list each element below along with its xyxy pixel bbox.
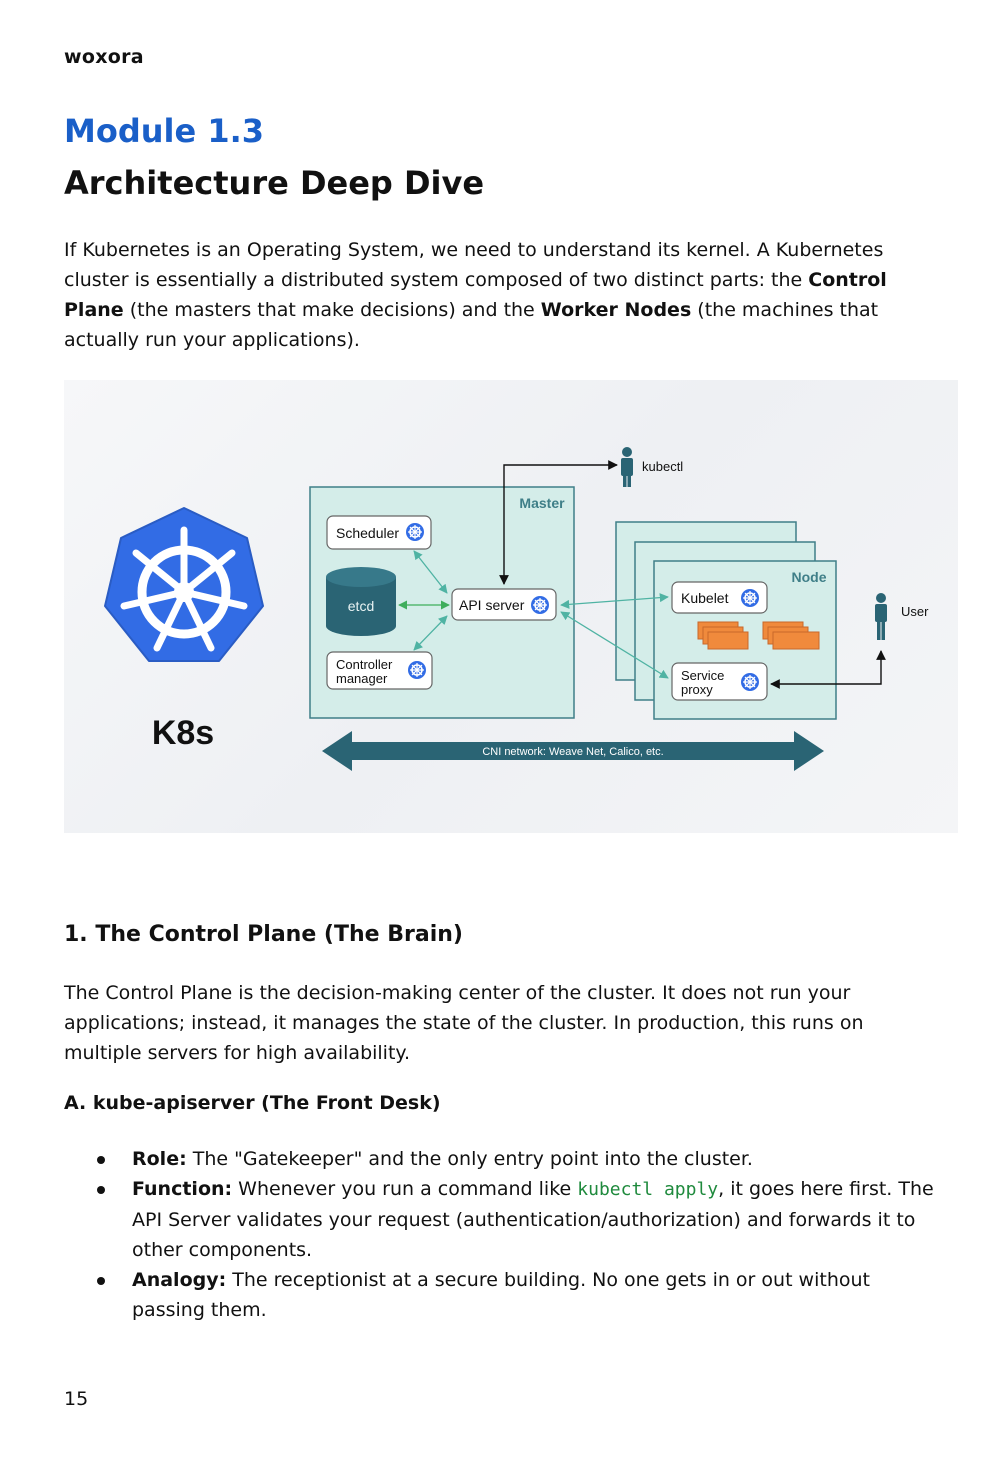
intro-paragraph: If Kubernetes is an Operating System, we… [64,235,944,355]
intro-bold-control-plane: Control Plane [64,269,887,321]
page-title: Architecture Deep Dive [64,164,485,202]
architecture-svg: K8s Master Scheduler etcd Controller man… [104,447,929,771]
cni-network-label: CNI network: Weave Net, Calico, etc. [482,746,663,758]
intro-text-2: (the masters that make decisions) and th… [123,299,541,321]
section-paragraph: The Control Plane is the decision-making… [64,982,864,1064]
kubernetes-wheel-icon [740,672,760,692]
controller-label-line1: Controller [336,657,393,672]
bullet-text: , it goes here first. The API Server val… [132,1178,934,1261]
node-label: Node [792,569,827,585]
user-label: User [901,604,929,619]
section-heading-control-plane: 1. The Control Plane (The Brain) [64,922,463,947]
controller-api-arrow [413,615,448,651]
service-proxy-component: Service proxy [671,662,768,701]
list-item: Analogy: The receptionist at a secure bu… [97,1265,947,1325]
controller-label-line2: manager [336,671,388,686]
kubectl-api-arrow [499,460,618,585]
module-label: Module 1.3 [64,112,265,150]
cni-network-arrow [322,731,824,771]
etcd-database-icon: etcd [326,567,396,636]
kubernetes-wheel-icon [530,595,550,615]
pods-icon [697,621,820,650]
bullet-text: The receptionist at a secure building. N… [132,1269,870,1321]
user-service-proxy-arrow [770,650,886,689]
list-item: Role: The "Gatekeeper" and the only entr… [97,1144,947,1174]
api-kubelet-arrow [560,593,669,609]
kubernetes-wheel-icon [405,522,425,542]
inline-code: kubectl apply [577,1179,719,1200]
kubectl-label: kubectl [642,459,683,474]
bullet-dot-icon [97,1156,105,1164]
controller-manager-component: Controller manager [326,651,433,690]
intro-text-1: If Kubernetes is an Operating System, we… [64,239,884,291]
service-label-line2: proxy [681,682,713,697]
brand-name: woxora [64,46,144,68]
architecture-diagram: K8s Master Scheduler etcd Controller man… [64,380,958,833]
intro-text-3: (the machines that actually run your app… [64,299,879,351]
service-label-line1: Service [681,668,724,683]
bullet-dot-icon [97,1277,105,1285]
bullet-label: Function: [132,1178,233,1200]
kubelet-label: Kubelet [681,590,729,606]
list-item: Function: Whenever you run a command lik… [97,1174,947,1265]
api-server-component: API server [451,588,557,621]
etcd-label: etcd [348,598,374,614]
bullet-text: The "Gatekeeper" and the only entry poin… [186,1148,753,1170]
user-person-icon [875,593,887,640]
bullet-label: Role: [132,1148,187,1170]
kubernetes-logo-icon [104,507,264,662]
logo-label: K8s [152,714,214,752]
kubernetes-wheel-icon [407,660,427,680]
scheduler-api-arrow [413,550,448,594]
api-service-proxy-arrow [560,611,669,679]
kubernetes-wheel-icon [740,588,760,608]
bullet-text: Whenever you run a command like [232,1178,578,1200]
subsection-heading-apiserver: A. kube-apiserver (The Front Desk) [64,1092,441,1114]
scheduler-label: Scheduler [336,525,399,541]
bullet-label: Analogy: [132,1269,227,1291]
page-number: 15 [64,1388,89,1410]
bullet-list: Role: The "Gatekeeper" and the only entr… [97,1144,947,1325]
api-server-label: API server [459,597,525,613]
master-label: Master [519,495,565,511]
intro-bold-worker-nodes: Worker Nodes [540,299,692,321]
kubelet-component: Kubelet [671,581,768,614]
scheduler-component: Scheduler [326,515,432,550]
kubectl-user-icon [621,447,633,487]
bullet-dot-icon [97,1186,105,1194]
